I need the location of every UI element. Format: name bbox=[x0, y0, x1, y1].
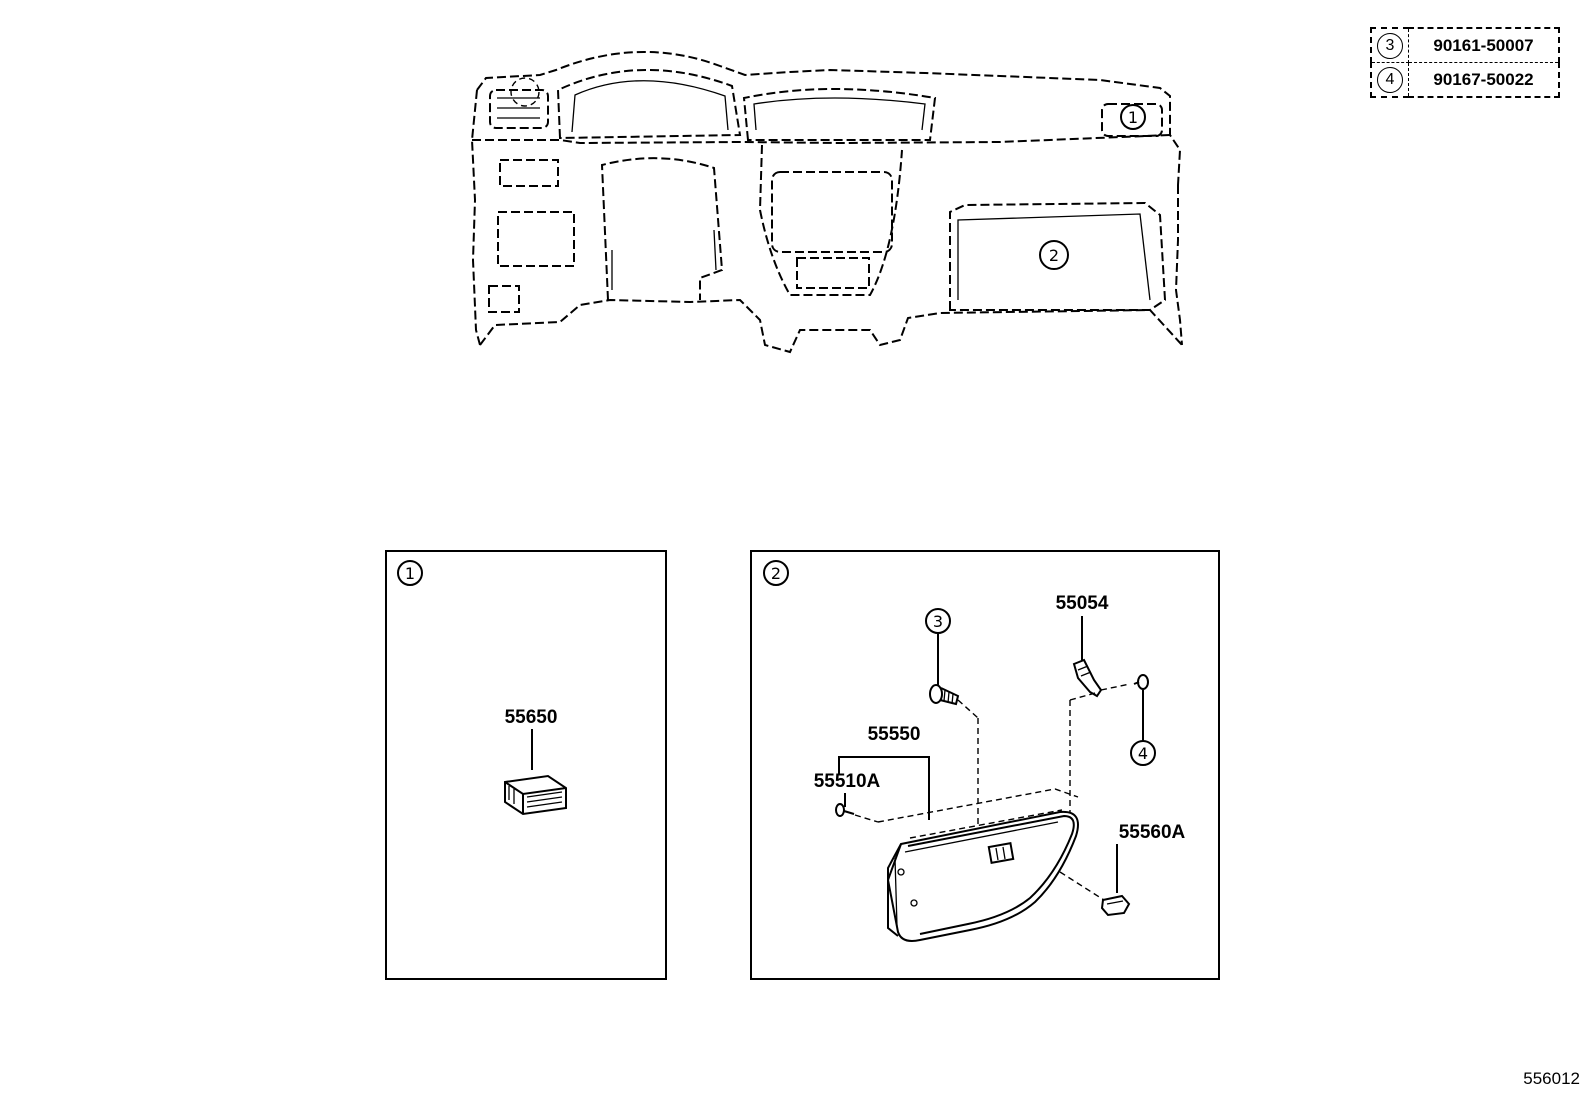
table-row: 3 90161-50007 bbox=[1370, 27, 1560, 63]
part-label-55054: 55054 bbox=[1056, 593, 1109, 614]
bumper-part bbox=[1100, 894, 1131, 917]
hinge-part bbox=[835, 803, 855, 817]
dashboard-callout-1: 1 bbox=[1128, 108, 1138, 127]
part-label-55650: 55650 bbox=[505, 707, 558, 728]
part-label-55550: 55550 bbox=[868, 724, 921, 745]
screw-part bbox=[929, 684, 960, 706]
dashboard-overview: 1 2 bbox=[470, 51, 1183, 354]
lock-part bbox=[1072, 658, 1103, 698]
clip-part bbox=[1133, 674, 1149, 690]
diagram-id: 556012 bbox=[1523, 1069, 1580, 1088]
detail-panel-2: 2 3 55054 4 55550 bbox=[750, 550, 1220, 980]
reference-table: 3 90161-50007 4 90167-50022 bbox=[1370, 27, 1560, 98]
clip-callout-4: 4 bbox=[1138, 744, 1148, 763]
part-label-55560a: 55560A bbox=[1119, 822, 1186, 843]
panel-1-callout: 1 bbox=[405, 564, 415, 583]
ref-callout-4: 4 bbox=[1377, 66, 1403, 93]
part-label-55510a: 55510A bbox=[814, 771, 881, 792]
air-vent-part bbox=[504, 774, 567, 816]
ref-part-number: 90167-50022 bbox=[1408, 62, 1560, 98]
glovebox-door-part bbox=[877, 788, 1079, 942]
ref-part-number: 90161-50007 bbox=[1408, 27, 1560, 63]
ref-callout-3: 3 bbox=[1377, 32, 1403, 59]
table-row: 4 90167-50022 bbox=[1370, 62, 1560, 98]
dashboard-callout-2: 2 bbox=[1049, 246, 1059, 265]
screw-callout-3: 3 bbox=[933, 612, 943, 631]
detail-panel-1: 1 55650 bbox=[385, 550, 667, 980]
panel-2-callout: 2 bbox=[771, 564, 781, 583]
